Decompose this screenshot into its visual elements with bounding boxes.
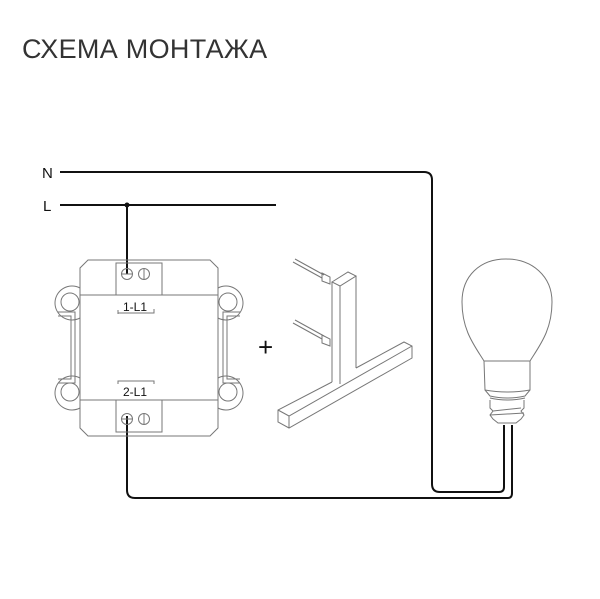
switch-body [54,259,244,437]
neutral-wire [60,171,505,493]
plus-sign: + [258,332,273,362]
terminal-top-label: 1-L1 [123,300,147,314]
terminal-bottom-label: 2-L1 [123,385,147,399]
t-connector-icon [277,258,413,429]
switched-wire [126,416,513,499]
light-bulb-icon [461,258,553,424]
neutral-label: N [42,165,53,182]
diagram-title: СХЕМА МОНТАЖА [22,34,268,64]
live-label: L [43,198,51,215]
